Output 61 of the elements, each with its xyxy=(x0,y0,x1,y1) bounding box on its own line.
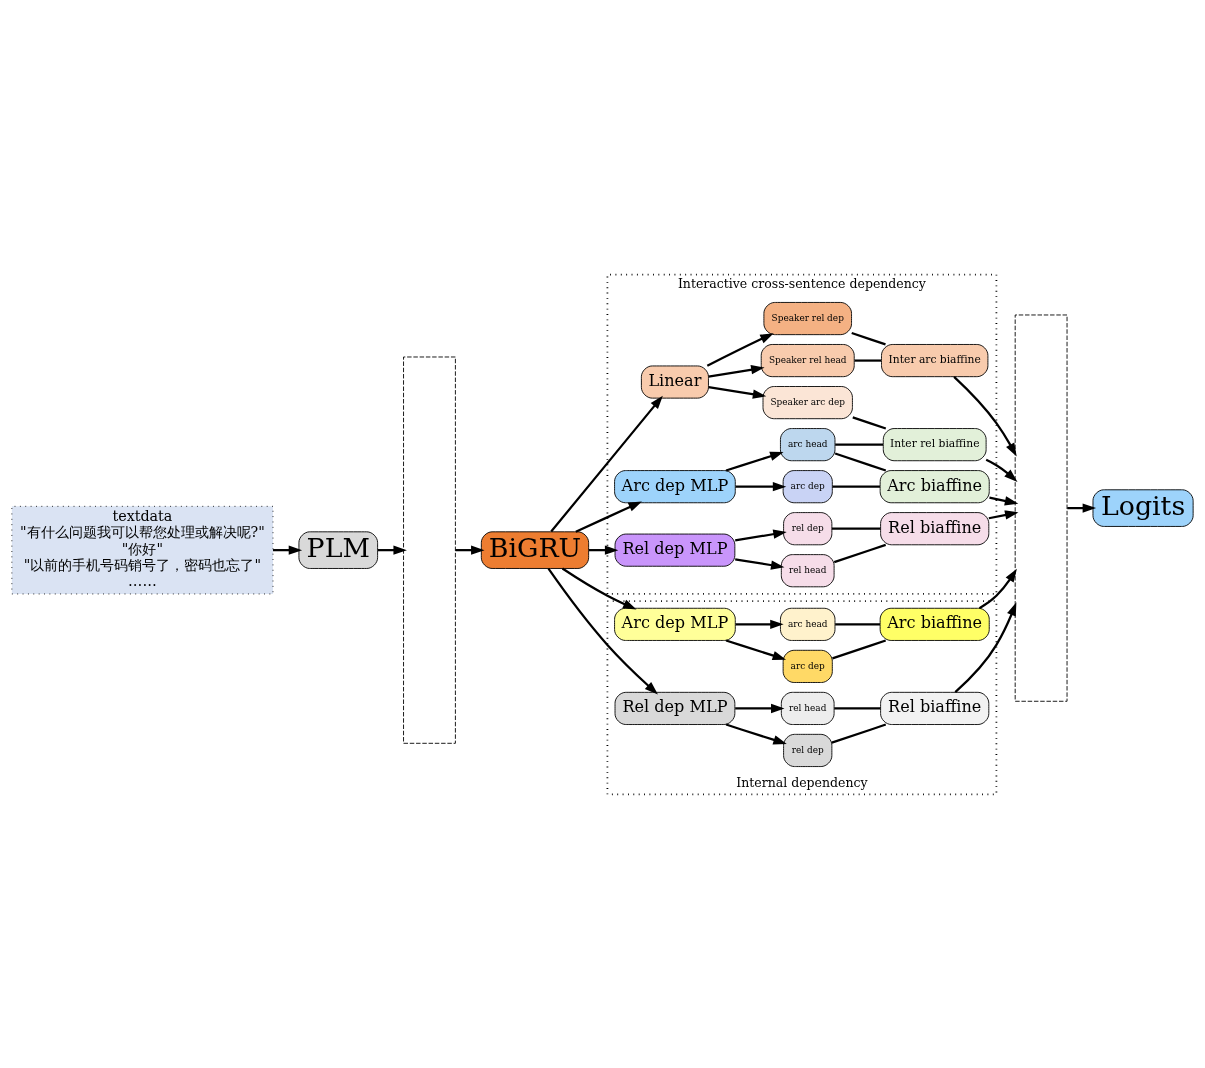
arrow xyxy=(978,568,1017,609)
connector xyxy=(835,443,884,446)
node-box: arc dep xyxy=(782,649,833,683)
connector xyxy=(852,415,887,430)
node-box: rel head xyxy=(780,691,835,725)
arrow xyxy=(735,529,787,542)
arrow xyxy=(547,567,658,694)
arrow xyxy=(706,332,774,367)
node-box: Inter rel biaffine xyxy=(882,427,987,461)
node-box: Speaker arc dep xyxy=(762,385,853,419)
arrow xyxy=(989,495,1019,506)
connector xyxy=(831,723,887,744)
node-box: Inter arc biaffine xyxy=(881,343,989,377)
node-box: Speaker rel dep xyxy=(763,301,852,335)
connector xyxy=(834,452,887,472)
node-box xyxy=(403,356,456,744)
node-box: PLM xyxy=(298,530,379,569)
node-box: rel head xyxy=(780,553,835,587)
node-box xyxy=(1014,314,1068,702)
node-box: Speaker rel head xyxy=(760,343,855,377)
connector xyxy=(831,527,881,530)
node-box: arc head xyxy=(780,607,836,641)
node-box: textdata "有什么问题我可以帮您处理或解决呢?" "你好" "以前的手机号码销号了，密码也忘了" …… xyxy=(11,505,274,594)
connector xyxy=(832,638,887,659)
node-box: Rel biaffine xyxy=(880,691,990,725)
arrow xyxy=(550,395,663,532)
arrow xyxy=(708,385,767,399)
node-box: rel dep xyxy=(783,733,833,767)
node-box: Arc biaffine xyxy=(879,469,990,503)
arrow xyxy=(561,567,637,610)
connector xyxy=(851,331,886,345)
arrow xyxy=(735,619,784,629)
arrow xyxy=(708,364,765,378)
node-box: BiGRU xyxy=(480,530,590,569)
arrow xyxy=(985,458,1018,482)
arrow xyxy=(725,451,784,472)
arrow xyxy=(735,557,785,570)
arrow xyxy=(988,509,1019,520)
node-box: Arc dep MLP xyxy=(614,469,736,503)
arrow xyxy=(725,638,787,660)
node-box: Rel dep MLP xyxy=(614,691,736,725)
arrow xyxy=(575,500,642,533)
node-box: arc head xyxy=(780,427,836,461)
node-box: Logits xyxy=(1092,488,1194,527)
node-box: Arc biaffine xyxy=(879,607,990,641)
connector xyxy=(833,543,887,563)
arrow xyxy=(735,481,787,491)
arrow xyxy=(725,723,787,744)
node-box: Linear xyxy=(640,365,709,399)
node-box: Rel dep MLP xyxy=(614,533,736,567)
connector xyxy=(832,485,880,488)
arrow xyxy=(735,703,785,713)
node-box: Rel biaffine xyxy=(880,511,990,545)
connector xyxy=(835,622,880,625)
node-box: arc dep xyxy=(782,469,833,503)
node-box: rel dep xyxy=(783,511,833,545)
arrow xyxy=(953,375,1017,456)
node-box: Arc dep MLP xyxy=(614,607,736,641)
connector xyxy=(834,706,881,710)
arrow xyxy=(954,601,1017,693)
connector xyxy=(854,358,882,362)
